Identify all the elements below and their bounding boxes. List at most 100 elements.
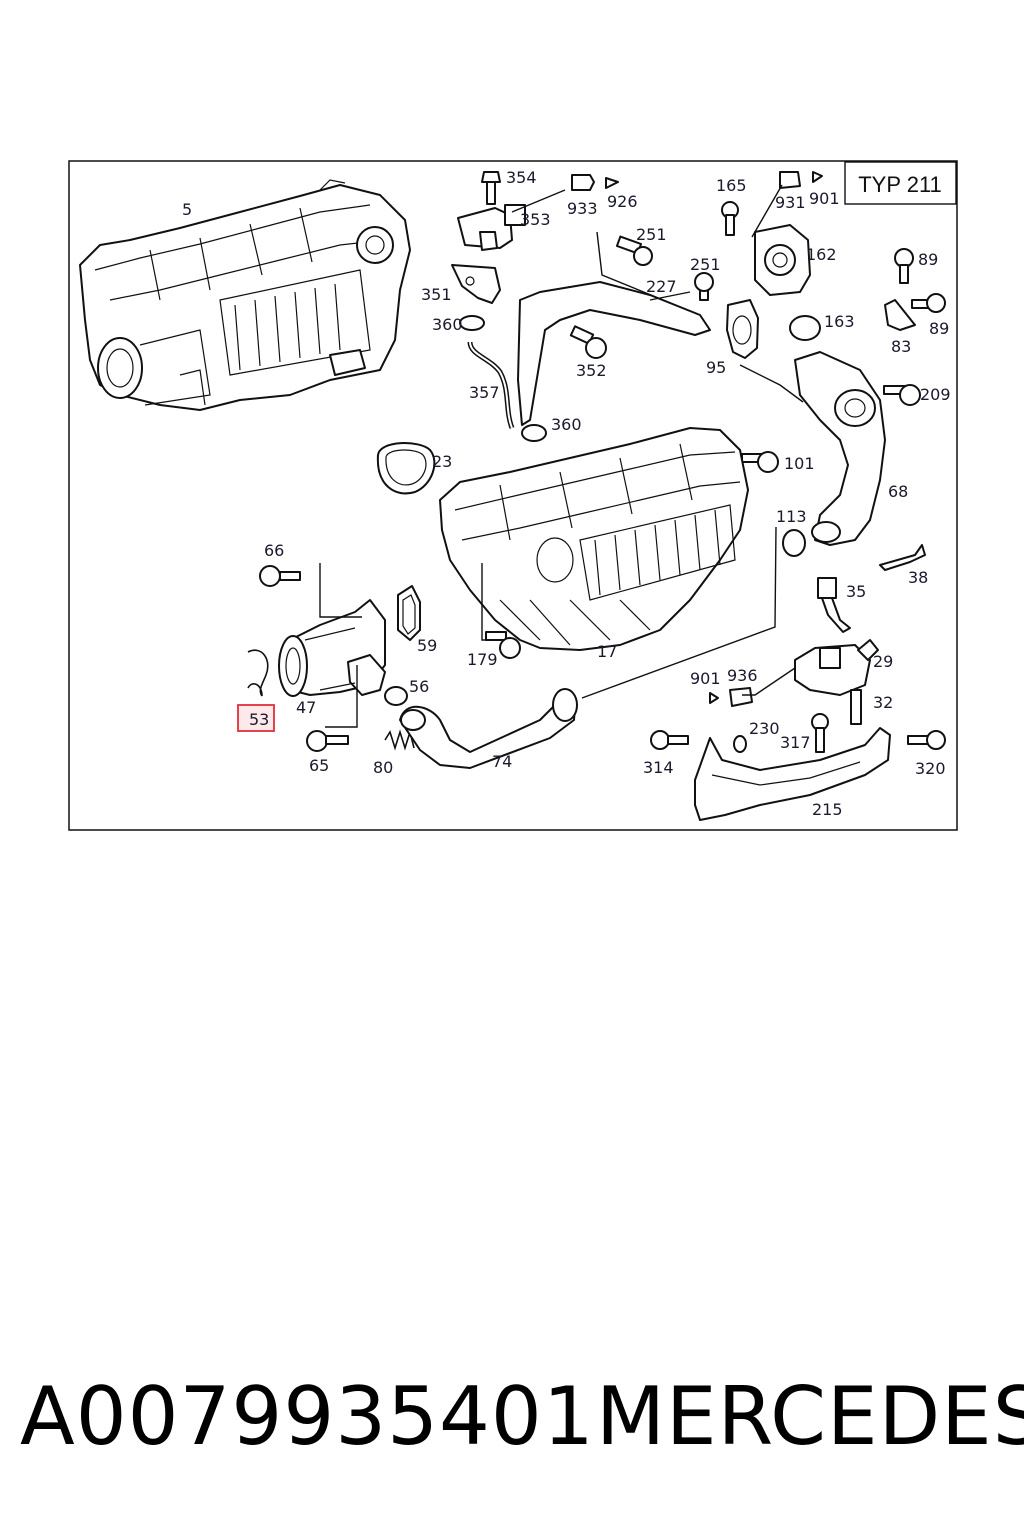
callout-353: 353 [520, 210, 551, 229]
brand-name: MERCEDES [596, 1370, 1024, 1463]
callout-95: 95 [706, 358, 726, 377]
callout-80: 80 [373, 758, 393, 777]
bolt-354 [481, 171, 501, 205]
pipe-74 [399, 688, 578, 769]
callout-314: 314 [643, 758, 674, 777]
gasket-23 [376, 442, 436, 495]
callout-163: 163 [824, 312, 855, 331]
callout-936: 936 [727, 666, 758, 685]
sensor-353 [457, 204, 526, 251]
callout-89-a: 89 [918, 250, 938, 269]
o-ring-163 [789, 315, 821, 341]
intake-manifold-upper-5 [79, 179, 411, 411]
callout-227: 227 [646, 277, 677, 296]
callout-354: 354 [506, 168, 537, 187]
cover-227 [517, 281, 711, 426]
part-caption: A0079935401 MERCEDES [0, 1370, 1024, 1480]
plug-936 [729, 687, 753, 707]
throttle-body-162 [754, 224, 811, 296]
bracket-215 [694, 727, 891, 821]
bolt-352 [569, 325, 607, 359]
o-ring-113 [782, 529, 806, 557]
callout-179: 179 [467, 650, 498, 669]
callout-17: 17 [597, 642, 617, 661]
callout-931: 931 [775, 193, 806, 212]
diagram-frame [68, 160, 958, 831]
callout-230: 230 [749, 719, 780, 738]
callout-23: 23 [432, 452, 452, 471]
bolt-209 [883, 384, 921, 406]
callout-933: 933 [567, 199, 598, 218]
bolt-89-b [911, 293, 946, 313]
plug-931 [779, 171, 801, 189]
callout-162: 162 [806, 245, 837, 264]
callout-53-highlight[interactable]: 53 [237, 704, 275, 732]
clip-926 [605, 177, 619, 189]
callout-83: 83 [891, 337, 911, 356]
callout-352: 352 [576, 361, 607, 380]
callout-59: 59 [417, 636, 437, 655]
type-box: TYP 211 [844, 161, 957, 205]
bracket-83 [884, 299, 916, 331]
callout-360-lower: 360 [551, 415, 582, 434]
bolt-179 [485, 631, 521, 659]
bolt-165 [721, 201, 739, 236]
bolt-66 [259, 565, 301, 587]
bolt-251-a [615, 235, 653, 266]
callout-89-b: 89 [929, 319, 949, 338]
intake-manifold-17 [439, 427, 749, 651]
bolt-320 [907, 730, 946, 750]
type-label: TYP 211 [858, 172, 942, 197]
intake-pipe-68 [794, 351, 886, 546]
callout-74: 74 [492, 752, 512, 771]
callout-251-b: 251 [690, 255, 721, 274]
bolt-317 [811, 713, 829, 753]
callout-66: 66 [264, 541, 284, 560]
stud-32 [850, 689, 862, 725]
callout-35: 35 [846, 582, 866, 601]
callout-47: 47 [296, 698, 316, 717]
callout-901-bottom: 901 [690, 669, 721, 688]
callout-53: 53 [249, 710, 269, 729]
leader-lines [319, 184, 804, 728]
washer-230 [733, 735, 747, 753]
callout-165: 165 [716, 176, 747, 195]
throttle-housing-47 [278, 599, 386, 697]
clamp-360-lower [521, 424, 547, 442]
sensor-35 [817, 577, 851, 633]
clamp-360-upper [459, 315, 485, 331]
callout-38: 38 [908, 568, 928, 587]
callout-101: 101 [784, 454, 815, 473]
callout-901-top: 901 [809, 189, 840, 208]
part-number: A0079935401 [20, 1370, 595, 1463]
callout-32: 32 [873, 693, 893, 712]
callout-320: 320 [915, 759, 946, 778]
callout-209: 209 [920, 385, 951, 404]
callout-251-a: 251 [636, 225, 667, 244]
plug-933 [571, 174, 595, 191]
callout-29: 29 [873, 652, 893, 671]
callout-360-upper: 360 [432, 315, 463, 334]
gasket-59 [397, 585, 421, 641]
clip-901-bottom [709, 692, 719, 704]
clip-53 [247, 649, 269, 697]
callout-56: 56 [409, 677, 429, 696]
callout-357: 357 [469, 383, 500, 402]
bolt-65 [306, 730, 349, 752]
callout-65: 65 [309, 756, 329, 775]
bolt-251-b [694, 272, 714, 301]
o-ring-56 [384, 686, 408, 706]
clip-901-top [812, 171, 823, 183]
callout-317: 317 [780, 733, 811, 752]
callout-926: 926 [607, 192, 638, 211]
bracket-38 [879, 544, 926, 571]
callout-5: 5 [182, 200, 192, 219]
callout-113: 113 [776, 507, 807, 526]
bolt-101 [741, 451, 779, 473]
bolt-314 [650, 730, 689, 750]
valve-29 [794, 639, 879, 696]
gasket-95 [726, 299, 759, 359]
callout-351: 351 [421, 285, 452, 304]
callout-68: 68 [888, 482, 908, 501]
